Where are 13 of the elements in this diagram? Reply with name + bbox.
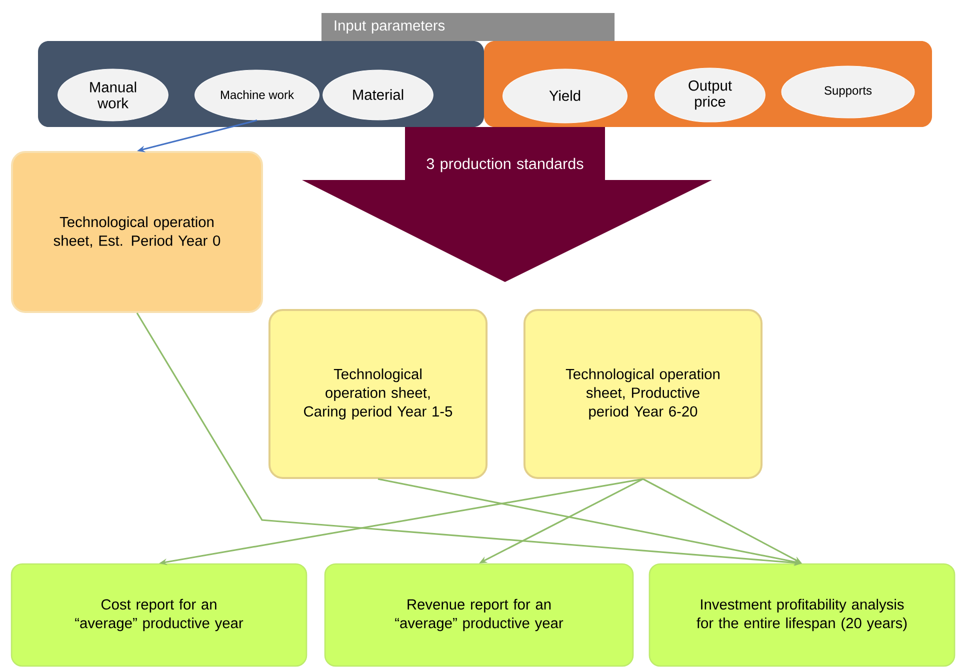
parameter-oval: Yield [502, 68, 628, 124]
report-box: Cost report for an “average” productive year [10, 563, 308, 667]
report-box: Investment profitability analysis for the entire lifespan (20 years) [648, 563, 956, 667]
parameter-oval: Supports [781, 66, 915, 118]
header-tab: Input parameters [321, 13, 615, 41]
process-box: Technological operation sheet, Productive period Year 6-20 [523, 309, 763, 479]
report-box: Revenue report for an “average” productive year [324, 563, 634, 667]
parameter-oval: Machine work [194, 70, 320, 120]
parameter-oval: Material [322, 70, 434, 120]
process-box: Technological operation sheet, Caring period Year 1-5 [268, 309, 488, 479]
parameter-oval: Output price [654, 68, 766, 122]
process-box: Technological operation sheet, Est. Period Year 0 [11, 151, 263, 313]
parameter-oval: Manual work [58, 68, 168, 122]
